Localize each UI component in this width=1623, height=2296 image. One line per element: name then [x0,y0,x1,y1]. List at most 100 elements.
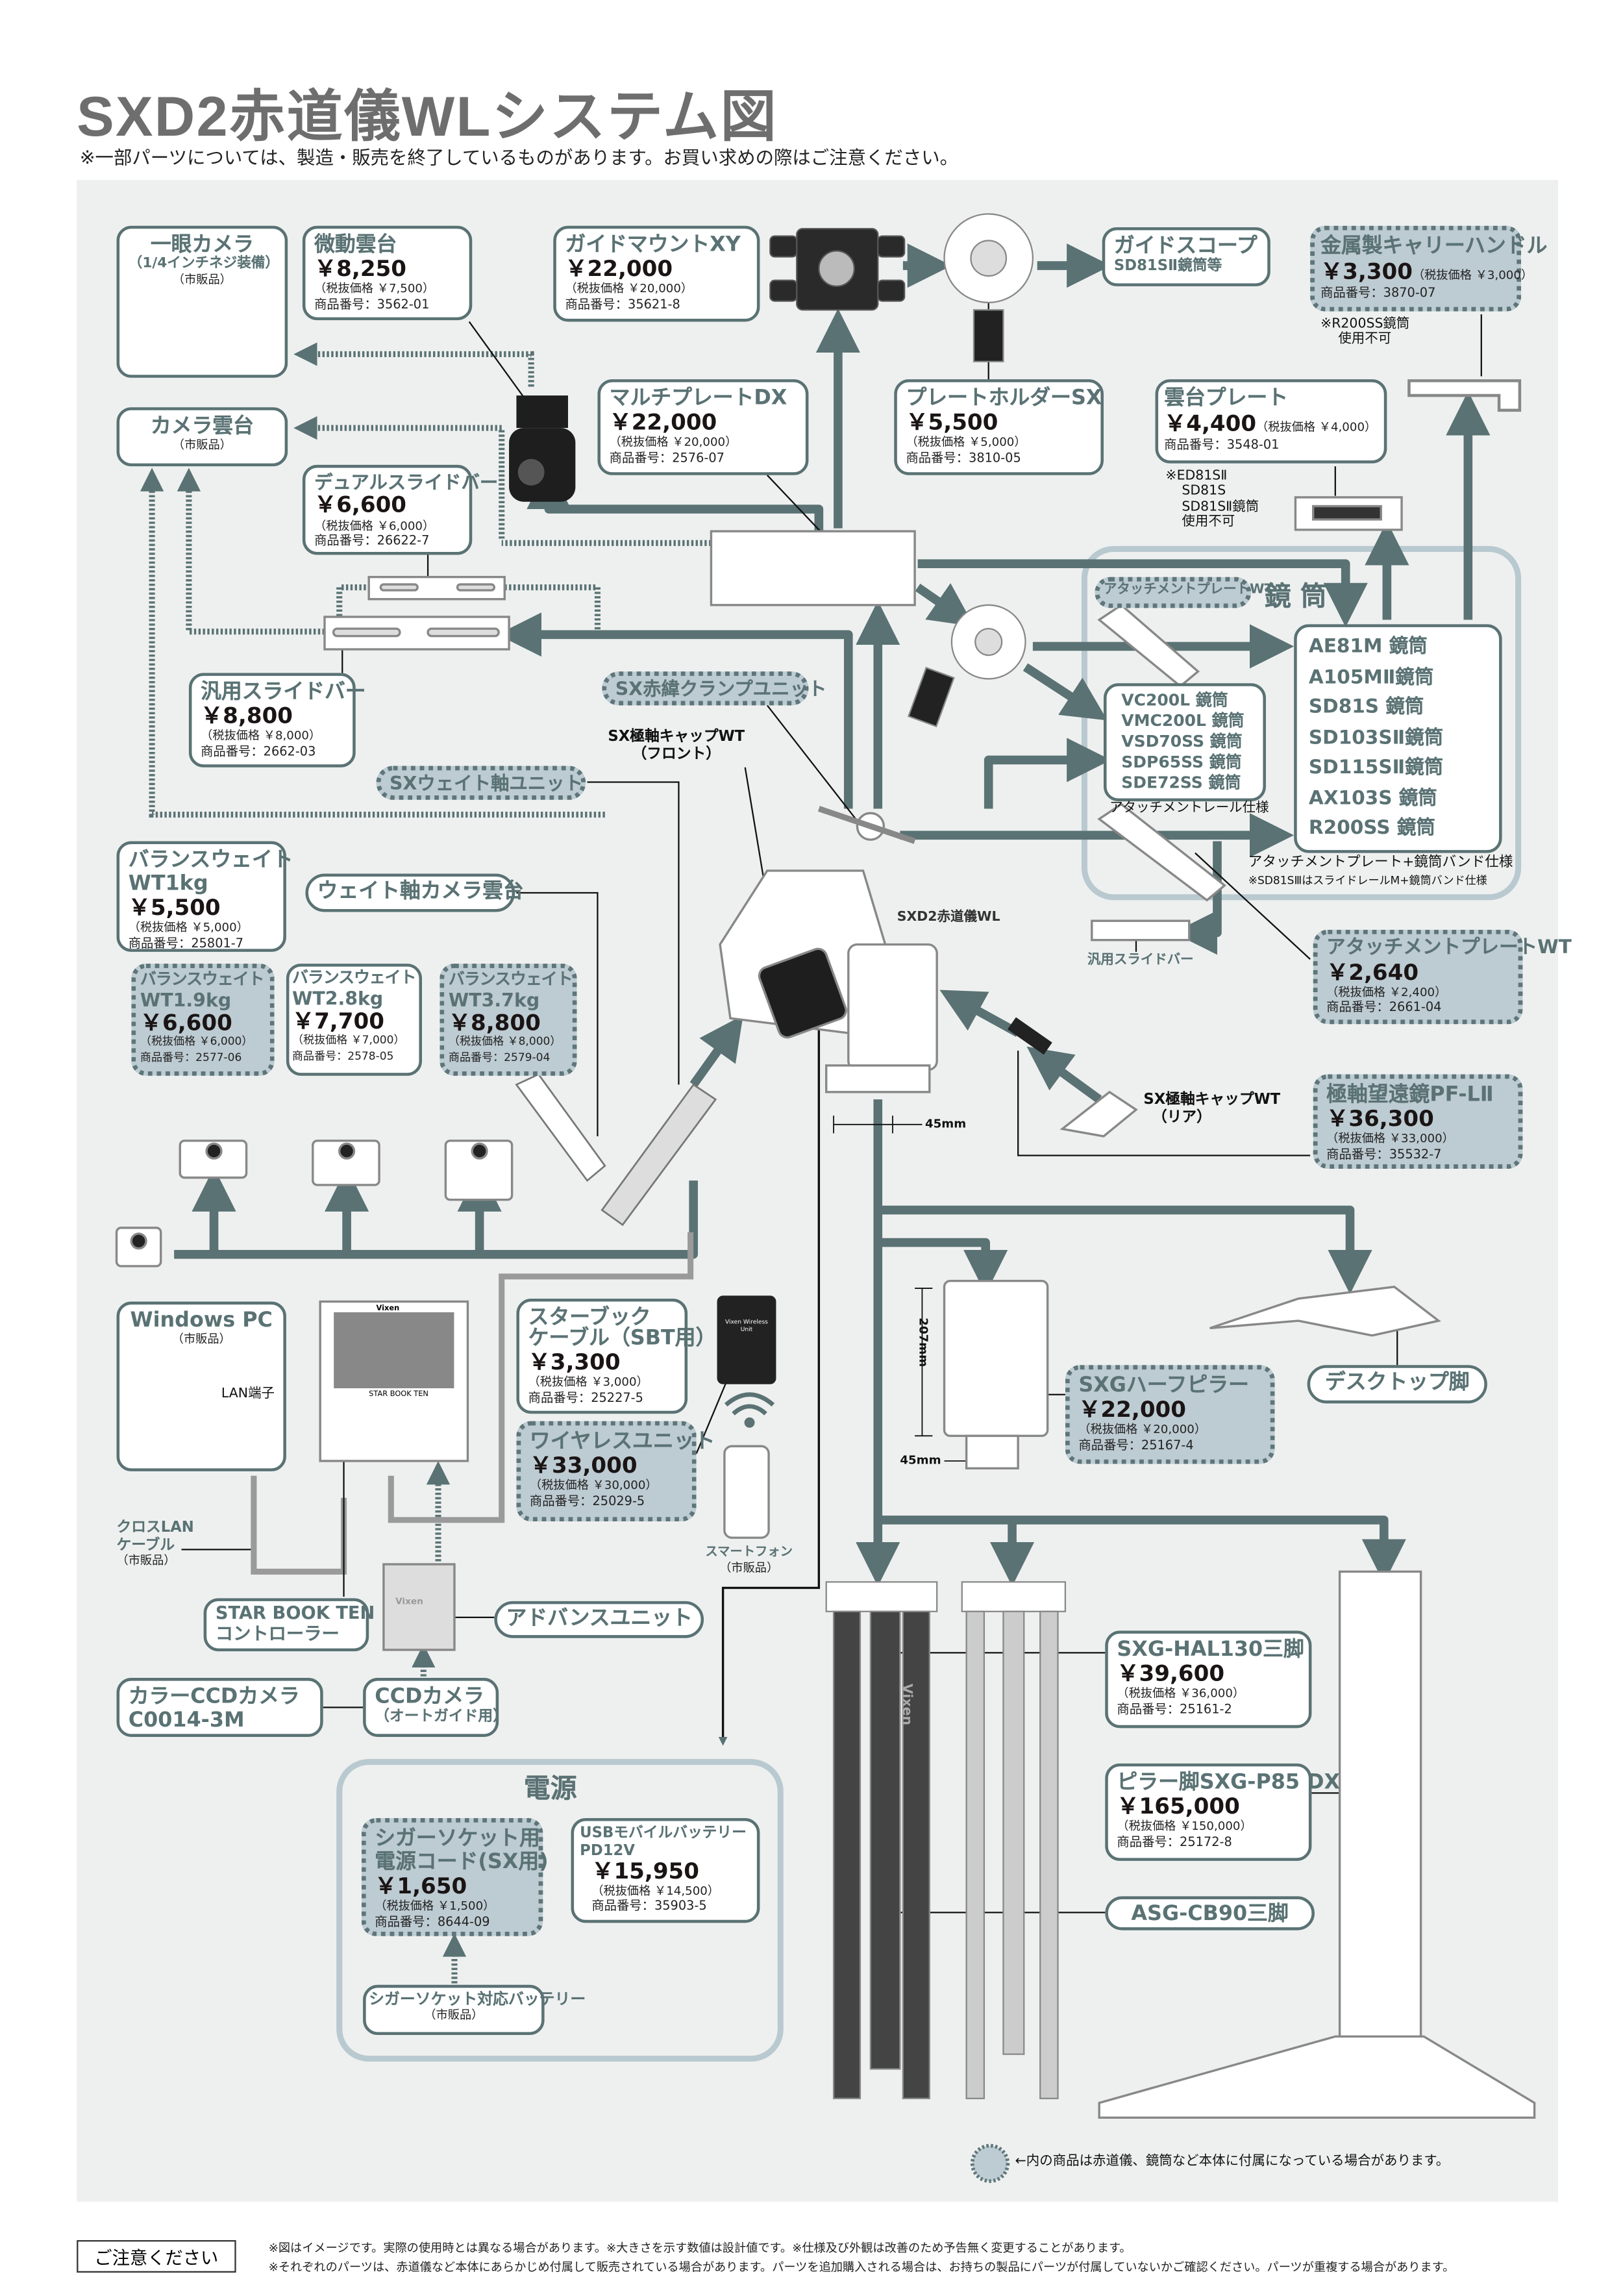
dual-slide-card[interactable]: デュアルスライドバー ￥6,600 （税抜価格 ￥6,000） 商品番号：266… [302,464,499,555]
head-plate-card[interactable]: 雲台プレート ￥4,400（税抜価格 ￥4,000） 商品番号：3548-01 [1155,379,1387,464]
tube-item[interactable]: VC200L 鏡筒 [1121,690,1228,710]
half-pillar-card[interactable]: SXGハーフピラー ￥22,000 （税抜価格 ￥20,000） 商品番号：25… [1065,1365,1275,1464]
weight-camera-head-card[interactable]: ウェイト軸カメラ雲台 [305,873,524,912]
micro-head-card[interactable]: 微動雲台 ￥8,250 （税抜価格 ￥7,500） 商品番号：3562-01 [302,225,473,321]
tube-item[interactable]: SD81S 鏡筒 [1308,696,1424,719]
weight-1_9kg-card[interactable]: バランスウェイト WT1.9kg ￥6,600 （税抜価格 ￥6,000） 商品… [131,964,275,1076]
attach-plate-card[interactable]: アタッチメントプレートWT ￥2,640 （税抜価格 ￥2,400） 商品番号：… [1313,929,1572,1025]
tube-item[interactable]: A105MⅡ鏡筒 [1308,666,1434,689]
product-tax: （税抜価格 ￥7,000） [291,1033,405,1047]
arrow-mount-to-slidebar [497,612,853,809]
product-code: 商品番号：35903-5 [591,1899,707,1915]
tube-item[interactable]: VSD70SS 鏡筒 [1121,732,1243,751]
advance-unit-card[interactable]: アドバンスユニット [494,1601,704,1638]
product-price: ￥6,600 [314,492,407,519]
tube-item[interactable]: AE81M 鏡筒 [1308,636,1428,658]
tube-item[interactable]: VMC200L 鏡筒 [1121,711,1245,730]
tube-item[interactable]: SDP65SS 鏡筒 [1121,753,1242,772]
carry-handle-card[interactable]: 金属製キャリーハンドル ￥3,300（税抜価格 ￥3,000） 商品番号：387… [1310,225,1547,312]
tube-item[interactable]: SD103SⅡ鏡筒 [1308,727,1444,749]
camera-head-market: （市販品） [172,438,232,452]
sbt-cable-card[interactable]: スターブック ケーブル（SBT用） ￥3,300 （税抜価格 ￥3,000） 商… [516,1298,716,1414]
small-slide-bar-image [1091,919,1191,942]
multi-plate-card[interactable]: マルチプレートDX ￥22,000 （税抜価格 ￥20,000） 商品番号：25… [597,379,809,475]
product-tax: （税抜価格 ￥8,000） [201,729,321,743]
product-price: ￥22,000 [1078,1396,1187,1423]
multi-plate-image [710,530,916,606]
camera-head-name: カメラ雲台 [150,414,254,438]
product-name: 雲台プレート [1164,386,1289,410]
ccd-card[interactable]: CCDカメラ （オートガイド用） [363,1678,508,1737]
product-price: ￥3,300 [528,1349,621,1376]
dec-clamp-card[interactable]: SX赤緯クランプユニット [602,671,826,706]
leader-weightshaft [587,781,680,1085]
pillar-card[interactable]: ピラー脚SXG-P85 DX ￥165,000 （税抜価格 ￥150,000） … [1105,1763,1340,1861]
product-tax: （税抜価格 ￥3,000） [528,1376,649,1390]
product-name: Windows PC [130,1308,273,1333]
product-name: 極軸望遠鏡PF-LⅡ [1326,1083,1494,1107]
tube-item[interactable]: AX103S 鏡筒 [1308,787,1437,810]
product-code: 商品番号：3810-05 [906,451,1021,466]
weight-2_8kg-card[interactable]: バランスウェイト WT2.8kg ￥7,700 （税抜価格 ￥7,000） 商品… [286,964,422,1076]
controller-card[interactable]: STAR BOOK TEN コントローラー [203,1598,375,1652]
wifi-icon [724,1392,775,1428]
weight-3_7kg-card[interactable]: バランスウェイト WT3.7kg ￥8,800 （税抜価格 ￥8,000） 商品… [440,964,577,1076]
product-price: ￥3,300 [1320,258,1413,285]
leader-attachplate [1195,852,1311,960]
arrow-to-tube-group [917,559,1368,627]
head-plate-image [1294,496,1403,531]
polar-scope-card[interactable]: 極軸望遠鏡PF-LⅡ ￥36,300 （税抜価格 ￥33,000） 商品番号：3… [1313,1074,1523,1169]
plate-holder-card[interactable]: プレートホルダーSX ￥5,500 （税抜価格 ￥5,000） 商品番号：381… [894,379,1104,475]
arrow-multiplate-to-plateholder [915,583,974,627]
product-price: ￥7,700 [291,1008,384,1035]
tube-item[interactable]: SDE72SS 鏡筒 [1121,773,1241,793]
wireless-card[interactable]: ワイヤレスユニット ￥33,000 （税抜価格 ￥30,000） 商品番号：25… [516,1421,715,1522]
tube-item[interactable]: R200SS 鏡筒 [1308,817,1435,840]
band-spec-note: ※SD81SⅢはスライドレールM+鏡筒バンド仕様 [1248,873,1487,887]
guide-mount-image [769,228,906,311]
dim-width-bottom: 45mm [900,1453,941,1467]
camera-head-card[interactable]: カメラ雲台 （市販品） [116,407,288,467]
weight-shaft-card[interactable]: SXウェイト軸ユニット [376,766,586,800]
hal130-card[interactable]: SXG-HAL130三脚 ￥39,600 （税抜価格 ￥36,000） 商品番号… [1105,1630,1312,1728]
tube-attach-plate-pill[interactable]: アタッチメントプレートWT [1095,577,1274,608]
product-name: デュアルスライドバー [314,470,499,493]
camera-name: 一眼カメラ [150,233,254,257]
cigar-battery-card[interactable]: シガーソケット対応バッテリー （市販品） [363,1984,586,2036]
usb-battery-card[interactable]: USBモバイルバッテリーPD12V ￥15,950 （税抜価格 ￥14,500）… [571,1817,760,1923]
advance-unit-image [382,1563,456,1651]
attach-plate-image [1097,603,1227,902]
product-name: シガーソケット用 [375,1827,540,1851]
product-price: ￥6,600 [140,1009,232,1036]
arrow-plateholder-to-raillist [1022,663,1108,721]
pc-card[interactable]: Windows PC （市販品） [116,1301,286,1471]
guide-mount-card[interactable]: ガイドマウントXY ￥22,000 （税抜価格 ￥20,000） 商品番号：35… [553,225,760,322]
color-ccd-card[interactable]: カラーCCDカメラ C0014-3M [116,1678,323,1737]
tubes-title: 鏡 筒 [1264,581,1327,613]
cb90-card[interactable]: ASG-CB90三脚 [1105,1896,1315,1930]
leader-frontcap [744,767,765,883]
product-code: 商品番号：2576-07 [609,451,725,466]
slide-bar-card[interactable]: 汎用スライドバー ￥8,800 （税抜価格 ￥8,000） 商品番号：2662-… [188,673,366,767]
product-tax: （税抜価格 ￥14,500） [591,1884,720,1899]
polar-cap-rear-label: SX極軸キャップWT（リア） [1143,1092,1281,1125]
product-price: ￥36,300 [1326,1105,1434,1132]
plate-holder-image [907,604,1026,728]
product-price: ￥22,000 [565,255,673,282]
weight-1kg-card[interactable]: バランスウェイト WT1kg ￥5,500 （税抜価格 ￥5,000） 商品番号… [116,841,293,952]
cigar-cord-card[interactable]: シガーソケット用 電源コード(SX用) ￥1,650 （税抜価格 ￥1,500）… [361,1817,549,1936]
camera-card[interactable]: 一眼カメラ （1/4インチネジ装備） （市販品） [116,225,288,378]
product-name: USBモバイルバッテリーPD12V [580,1825,747,1859]
wireless-logo: Vixen Wireless Unit [725,1317,768,1333]
carry-handle-image [1407,379,1522,412]
product-price: ￥5,500 [906,408,998,436]
product-name: アドバンスユニット [506,1606,693,1631]
tube-item[interactable]: SD115SⅡ鏡筒 [1308,756,1444,779]
product-model: WT2.8kg [291,986,384,1009]
product-name: 汎用スライドバー [201,680,366,705]
desk-leg-card[interactable]: デスクトップ脚 [1307,1365,1487,1404]
guide-scope-card[interactable]: ガイドスコープ SD81SⅡ鏡筒等 [1102,227,1270,286]
